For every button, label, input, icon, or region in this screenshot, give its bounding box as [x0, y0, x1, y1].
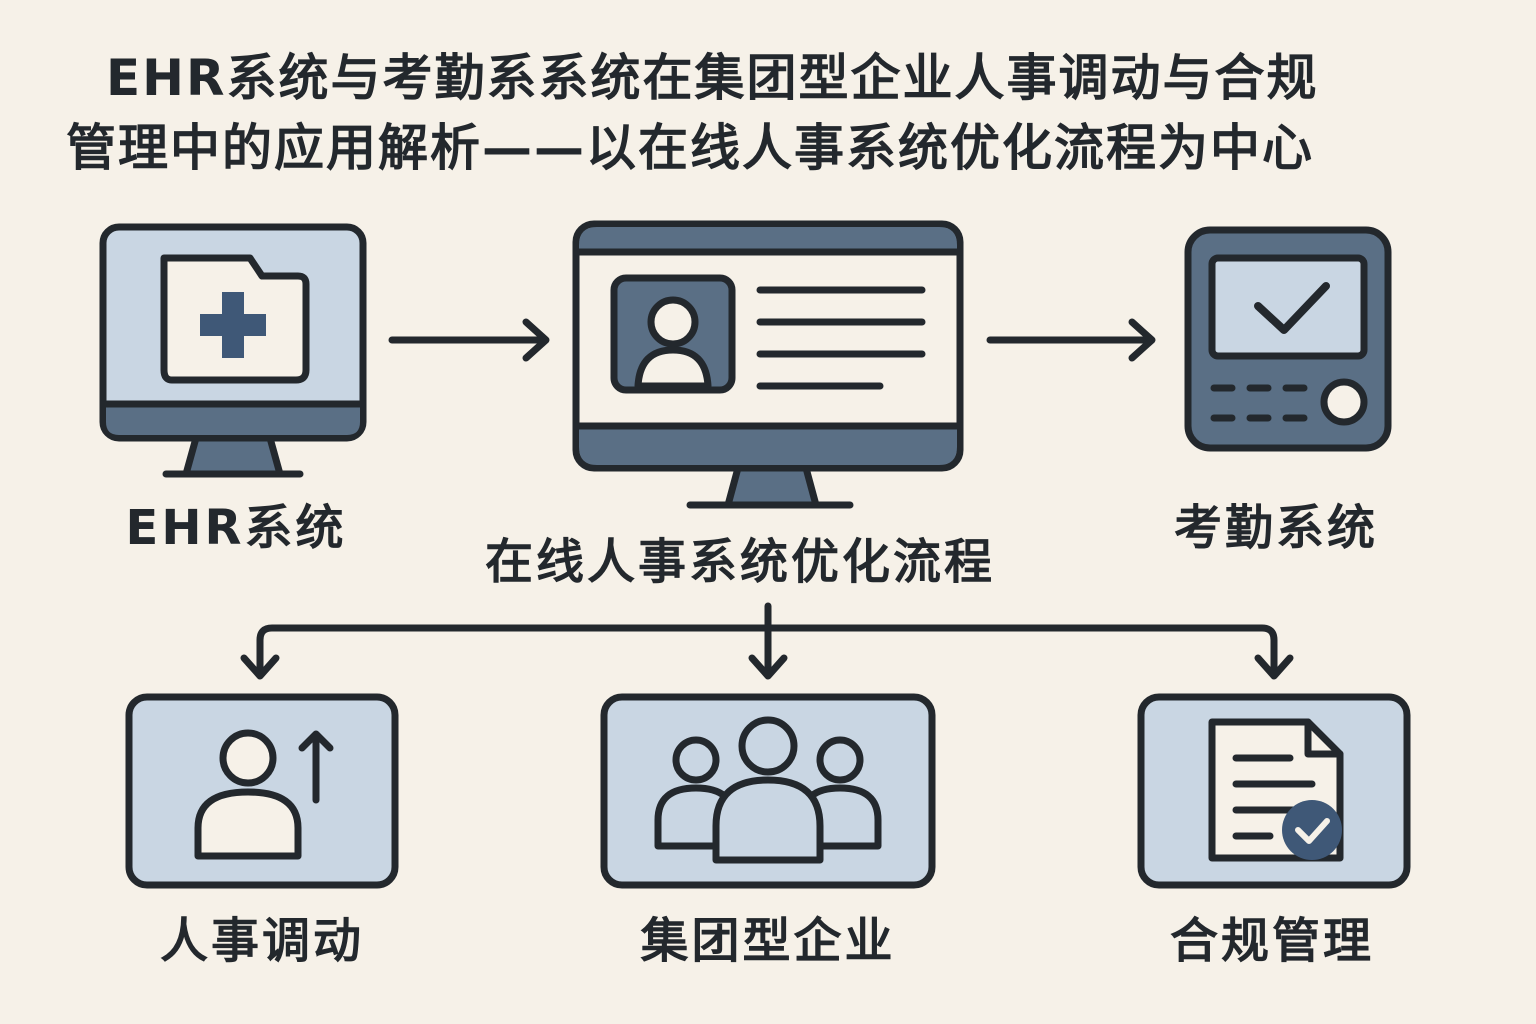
profile-card-monitor-icon [572, 220, 964, 509]
compliance-document-icon [1137, 693, 1411, 889]
attendance-terminal-icon [1184, 226, 1392, 452]
group-people-icon [600, 693, 936, 889]
node-label-attendance: 考勤系统 [1173, 500, 1379, 556]
node-label-ehr: EHR系统 [125, 500, 347, 556]
medical-folder-monitor-icon [99, 223, 367, 478]
node-label-transfer: 人事调动 [159, 913, 365, 969]
arrow-ehr-to-online-hr [388, 318, 550, 362]
diagram-title-line-2: 管理中的应用解析——以在线人事系统优化流程为中心 [66, 119, 1314, 177]
diagram-title-line-1: EHR系统与考勤系系统在集团型企业人事调动与合规 [106, 49, 1319, 107]
branch-connector [240, 602, 1294, 680]
user-promotion-icon [125, 693, 399, 889]
node-label-compliance: 合规管理 [1169, 913, 1375, 969]
node-label-online-hr: 在线人事系统优化流程 [484, 534, 996, 590]
arrow-online-hr-to-attendance [986, 318, 1156, 362]
node-label-group: 集团型企业 [640, 913, 896, 969]
